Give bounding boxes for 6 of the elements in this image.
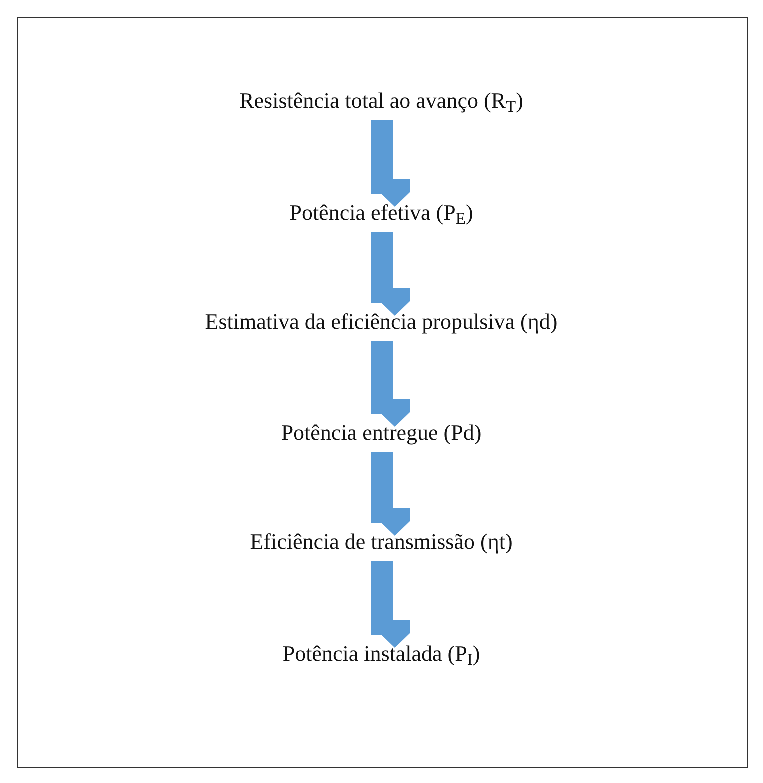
step-label: Resistência total ao avanço (R$_{T}$): [240, 90, 524, 112]
step-label: Potência entregue (Pd): [281, 422, 482, 444]
step-label: Eficiência de transmissão (ηt): [250, 531, 513, 553]
step-label: Potência instalada (P$_{I}$): [282, 643, 480, 665]
step-label: Estimativa da eficiência propulsiva (ηd): [205, 311, 558, 333]
step-label: Potência efetiva (P$_{E}$): [290, 202, 474, 224]
